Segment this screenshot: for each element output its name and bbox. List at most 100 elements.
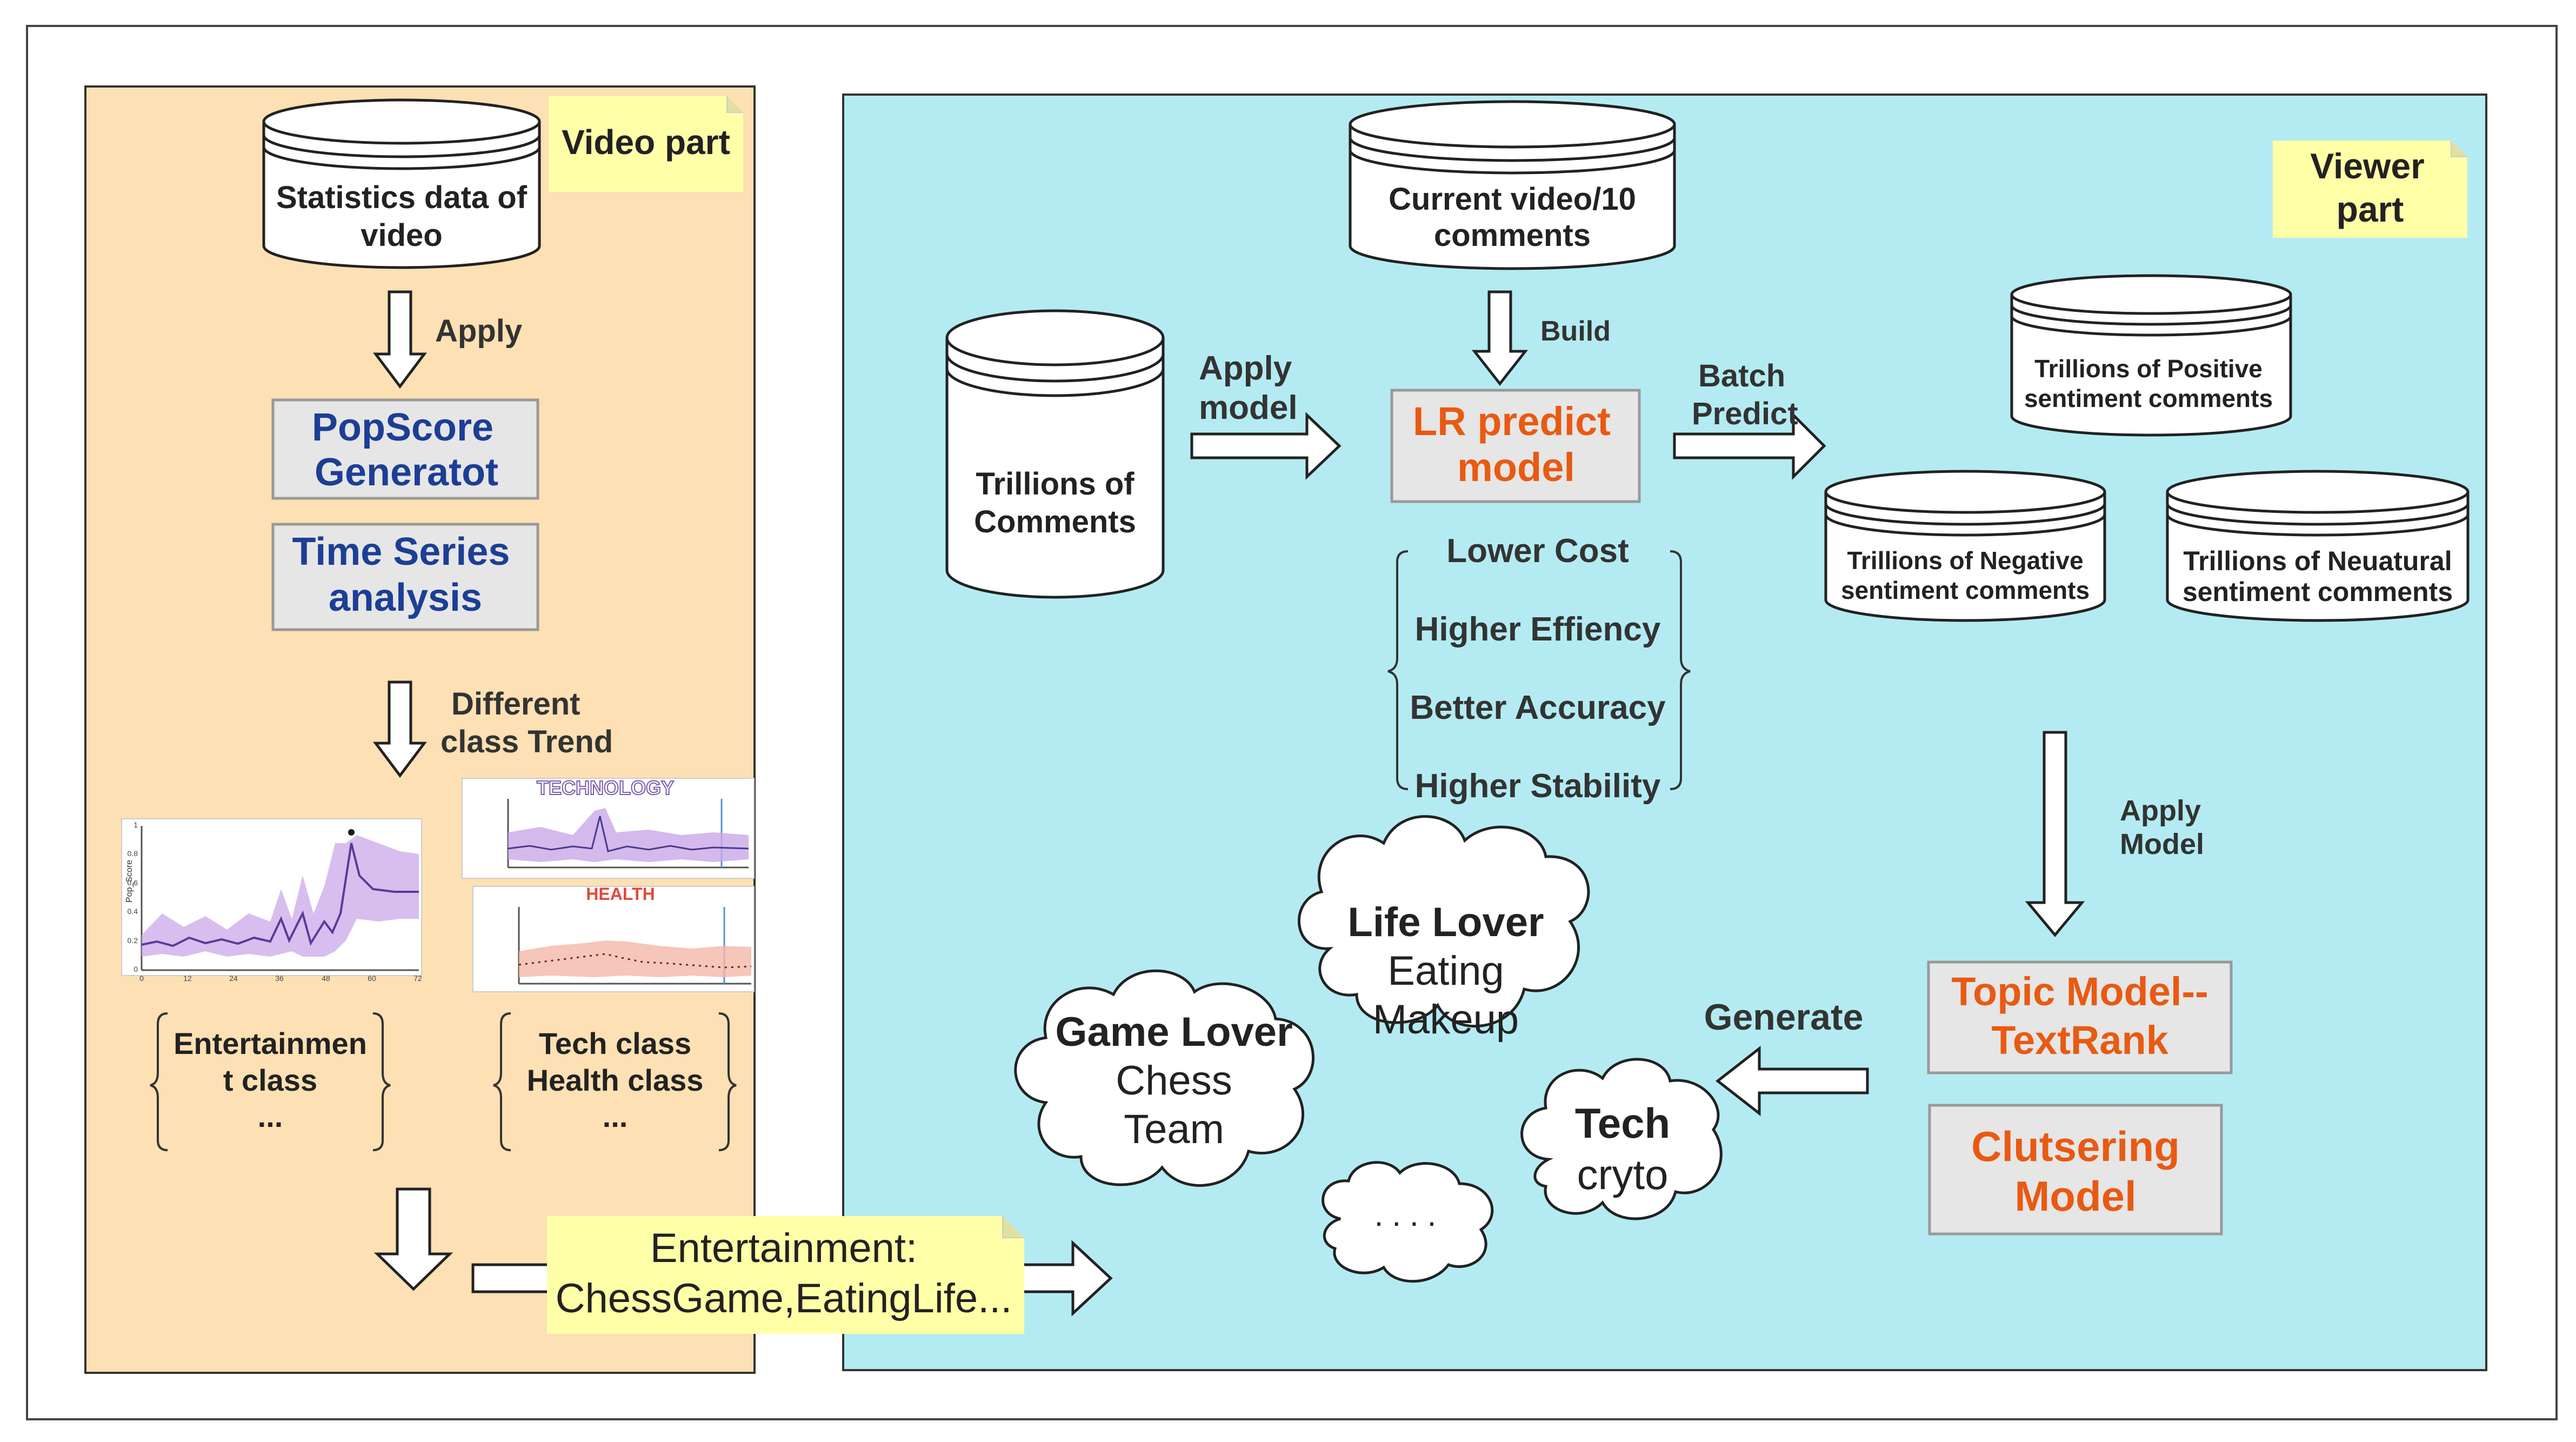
current-video-label-2: comments xyxy=(1434,218,1591,253)
entertainment-class-label-2: t class xyxy=(223,1063,317,1097)
tech-cloud-item-cryto: cryto xyxy=(1577,1151,1668,1198)
viewer-part-note: Viewer part xyxy=(2273,141,2467,238)
viewer-part-tag-2: part xyxy=(2337,189,2404,229)
health-trend-line xyxy=(518,953,752,969)
health-confidence-band xyxy=(519,940,751,977)
positive-sentiment-database: Trillions of Positive sentiment comments xyxy=(2010,274,2292,437)
build-label: Build xyxy=(1540,316,1611,347)
benefit-higher-effiency: Higher Effiency xyxy=(1415,611,1661,648)
health-chart-title: HEALTH xyxy=(586,884,655,904)
clustering-model-label-1: Clutsering xyxy=(1971,1123,2180,1170)
xtick-72: 72 xyxy=(413,974,422,983)
lr-predict-model-box xyxy=(1390,389,1641,503)
apply-label: Apply xyxy=(435,313,522,349)
topic-model-label-2: TextRank xyxy=(1991,1018,2168,1063)
entertainment-class-brace: Entertainmen t class ... xyxy=(150,1012,391,1151)
chart-main-ylabel: Pop_Score xyxy=(125,860,134,903)
ytick-0: 0 xyxy=(134,965,138,973)
clustering-model-label-2: Model xyxy=(2014,1172,2136,1220)
ytick-0.4: 0.4 xyxy=(128,907,138,916)
trend-label-2: class Trend xyxy=(441,724,613,759)
more-cloud: .... xyxy=(1322,1161,1494,1283)
trillions-comments-database: Trillions of Comments xyxy=(945,309,1165,599)
chart-main-xticks: 0 12 24 36 48 60 72 xyxy=(139,974,422,983)
popscore-label-1: PopScore xyxy=(312,406,493,449)
benefit-better-accuracy: Better Accuracy xyxy=(1410,689,1666,726)
life-lover-cloud: Life Lover Eating Makeup xyxy=(1298,815,1590,1043)
time-series-label-2: analysis xyxy=(329,576,482,619)
video-part-note: Video part xyxy=(549,96,743,192)
game-lover-cloud: Game Lover Chess Team xyxy=(1014,969,1314,1187)
negative-sentiment-database: Trillions of Negative sentiment comments xyxy=(1824,470,2106,622)
bridge-note: Entertainment: ChessGame,EatingLife... xyxy=(547,1216,1024,1334)
clustering-model-box xyxy=(1928,1104,2223,1236)
statistics-database: Statistics data of video xyxy=(262,98,541,269)
arrow-trend-down xyxy=(373,680,427,778)
entertainment-peak-point xyxy=(348,829,355,836)
neutral-db-label-2: sentiment comments xyxy=(2183,577,2453,607)
batch-label-2: Predict xyxy=(1692,396,1798,431)
ytick-1: 1 xyxy=(134,820,138,829)
positive-db-label-2: sentiment comments xyxy=(2024,384,2273,412)
life-lover-item-eating: Eating xyxy=(1387,948,1504,994)
negative-db-label-1: Trillions of Negative xyxy=(1847,546,2083,575)
more-cloud-dots: .... xyxy=(1374,1197,1445,1233)
entertainment-confidence-band xyxy=(142,835,419,957)
trillions-comments-label-1: Trillions of xyxy=(976,466,1134,502)
xtick-12: 12 xyxy=(183,974,192,983)
game-lover-item-chess: Chess xyxy=(1116,1058,1232,1104)
xtick-48: 48 xyxy=(322,974,330,983)
chart-main-yticks: 0 0.2 0.4 0.6 0.8 1 xyxy=(128,820,138,973)
technology-chart-title: TECHNOLOGY xyxy=(537,777,674,799)
xtick-60: 60 xyxy=(368,974,376,983)
entertainment-trend-line xyxy=(141,843,419,947)
entertainment-class-ellipsis: ... xyxy=(258,1099,283,1133)
ytick-0.6: 0.6 xyxy=(128,878,138,887)
technology-trend-line xyxy=(508,816,749,852)
apply-model2-label-1: Apply xyxy=(2120,795,2201,827)
neutral-db-label-1: Trillions of Neuatural xyxy=(2183,546,2452,576)
bridge-note-line-1: Entertainment: xyxy=(650,1225,917,1271)
current-video-label-1: Current video/10 xyxy=(1389,182,1636,217)
benefit-lower-cost: Lower Cost xyxy=(1446,532,1629,570)
video-part-panel xyxy=(84,85,756,1374)
xtick-0: 0 xyxy=(139,974,144,983)
viewer-part-tag-1: Viewer xyxy=(2310,146,2425,186)
statistics-db-label-1: Statistics data of xyxy=(276,180,528,215)
tech-class-label: Tech class xyxy=(539,1026,691,1060)
current-video-database: Current video/10 comments xyxy=(1349,100,1676,270)
arrow-apply-down xyxy=(373,290,427,389)
life-lover-title: Life Lover xyxy=(1347,899,1544,945)
xtick-24: 24 xyxy=(229,974,238,983)
trend-label-1: Different xyxy=(451,686,580,722)
lr-model-label-1: LR predict xyxy=(1413,399,1611,444)
neutral-sentiment-database: Trillions of Neuatural sentiment comment… xyxy=(2166,470,2470,622)
tech-cloud: Tech cryto xyxy=(1520,1058,1723,1220)
batch-label-1: Batch xyxy=(1698,358,1785,393)
arrow-classes-down xyxy=(373,1187,453,1291)
ytick-0.8: 0.8 xyxy=(128,849,138,858)
topic-model-label-1: Topic Model-- xyxy=(1951,969,2208,1014)
bridge-note-line-2: ChessGame,EatingLife... xyxy=(556,1276,1012,1321)
statistics-db-label-2: video xyxy=(361,218,443,253)
technology-trend-chart: TECHNOLOGY xyxy=(462,776,755,879)
benefit-higher-stability: Higher Stability xyxy=(1415,767,1661,805)
health-trend-chart: HEALTH xyxy=(472,884,755,992)
positive-db-label-1: Trillions of Positive xyxy=(2034,355,2263,383)
topic-model-box xyxy=(1927,960,2233,1074)
game-lover-title: Game Lover xyxy=(1055,1009,1292,1055)
ytick-0.2: 0.2 xyxy=(128,936,138,945)
apply-model-label-2: model xyxy=(1199,389,1298,426)
life-lover-item-makeup: Makeup xyxy=(1373,997,1519,1043)
tech-class-ellipsis: ... xyxy=(603,1099,628,1133)
benefits-brace: Lower Cost Higher Effiency Better Accura… xyxy=(1387,532,1691,805)
popscore-generator-box xyxy=(271,398,539,500)
time-series-box xyxy=(271,523,539,631)
tech-cloud-title: Tech xyxy=(1575,1099,1670,1147)
entertainment-trend-chart: Pop_Score 0 12 24 36 48 60 72 0 0.2 0.4 … xyxy=(121,818,422,983)
arrow-apply-model-right xyxy=(1190,412,1342,480)
arrow-apply-model-down xyxy=(2025,731,2085,937)
entertainment-class-label-1: Entertainmen xyxy=(173,1026,367,1060)
time-series-label-1: Time Series xyxy=(292,530,510,573)
health-class-label: Health class xyxy=(527,1063,704,1097)
